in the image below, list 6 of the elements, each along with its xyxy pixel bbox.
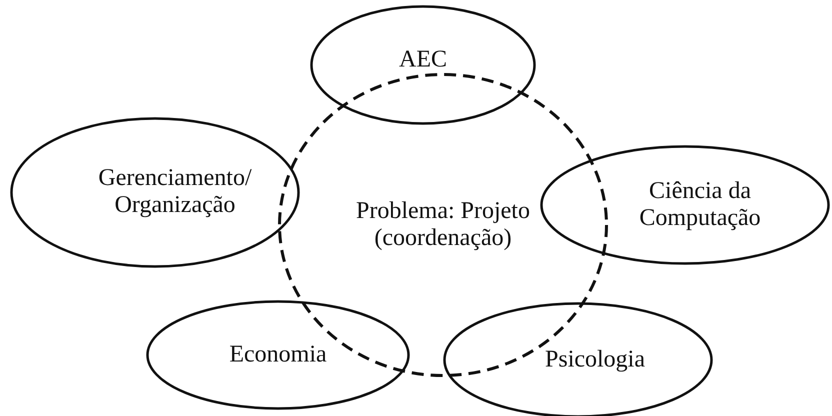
node-text: Economia — [228, 342, 328, 368]
node-text: AEC — [398, 46, 448, 74]
node-text: Problema: Projeto (coordenação) — [355, 198, 531, 252]
node-text: Psicologia — [544, 346, 646, 374]
node-text: Gerenciamento/ Organização — [97, 165, 253, 219]
node-text: Ciência da Computação — [638, 178, 762, 232]
